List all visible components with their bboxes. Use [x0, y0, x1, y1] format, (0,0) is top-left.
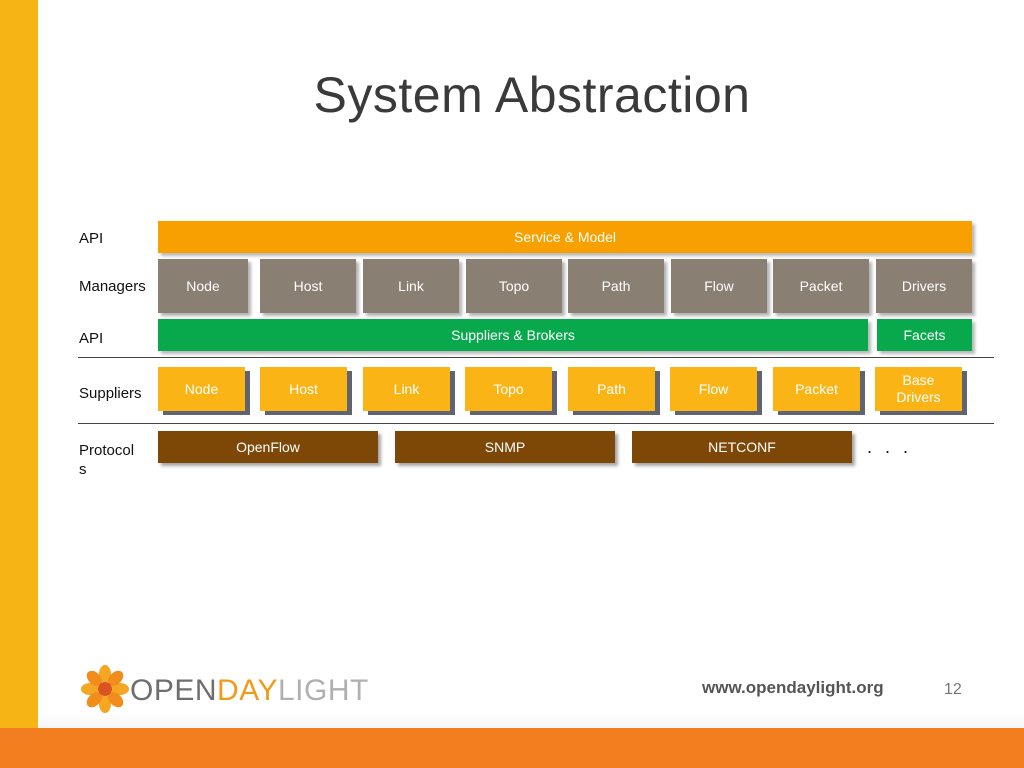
suppliers-brokers-box: Suppliers & Brokers — [158, 319, 868, 351]
logo-text-open: OPEN — [130, 674, 218, 707]
supplier-flow-box: Flow — [670, 367, 757, 411]
row-label-api-top: API — [79, 230, 104, 247]
service-model-box: Service & Model — [158, 221, 972, 253]
base-drivers-line1: Base — [902, 372, 935, 388]
sunflower-logo-icon — [81, 665, 129, 713]
supplier-packet-box: Packet — [773, 367, 860, 411]
slide-title: System Abstraction — [313, 67, 751, 123]
supplier-topo-box: Topo — [465, 367, 552, 411]
facets-box: Facets — [877, 319, 972, 351]
logo-text-day: DAY — [217, 674, 278, 707]
footer-url: www.opendaylight.org — [702, 678, 884, 697]
logo-text-light: LIGHT — [278, 674, 369, 707]
manager-packet-box: Packet — [773, 259, 869, 313]
page-number: 12 — [944, 681, 962, 698]
supplier-link-box: Link — [363, 367, 450, 411]
manager-host-box: Host — [260, 259, 356, 313]
manager-node-box: Node — [158, 259, 248, 313]
manager-link-box: Link — [363, 259, 459, 313]
row-label-suppliers: Suppliers — [79, 385, 142, 402]
supplier-node-box: Node — [158, 367, 245, 411]
protocol-openflow-box: OpenFlow — [158, 431, 378, 463]
protocols-more-ellipsis: . . . — [867, 437, 913, 457]
manager-path-box: Path — [568, 259, 664, 313]
divider-line-upper — [78, 357, 994, 358]
manager-drivers-box: Drivers — [876, 259, 972, 313]
base-drivers-line2: Drivers — [896, 389, 941, 405]
divider-line-lower — [78, 423, 994, 424]
row-label-protocols: Protocols — [79, 442, 135, 478]
supplier-base-drivers-box: Base Drivers — [875, 367, 962, 411]
logo-wordmark: OPENDAYLIGHT — [130, 674, 369, 708]
left-accent-bar — [0, 0, 38, 728]
row-label-managers: Managers — [79, 278, 146, 295]
row-label-api-mid: API — [79, 330, 104, 347]
supplier-host-box: Host — [260, 367, 347, 411]
manager-topo-box: Topo — [466, 259, 562, 313]
protocol-snmp-box: SNMP — [395, 431, 615, 463]
manager-flow-box: Flow — [671, 259, 767, 313]
footer-fade — [38, 714, 1024, 728]
protocol-netconf-box: NETCONF — [632, 431, 852, 463]
bottom-accent-band — [0, 728, 1024, 768]
supplier-path-box: Path — [568, 367, 655, 411]
